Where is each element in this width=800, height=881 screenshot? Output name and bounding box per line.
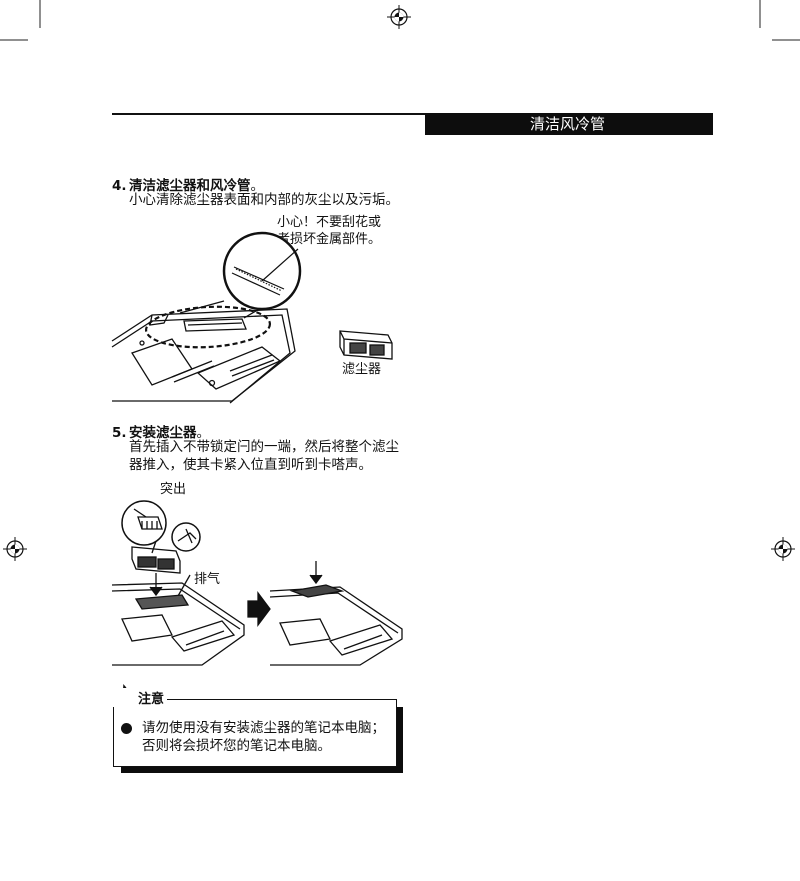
filter-label: 滤尘器: [342, 362, 382, 377]
step-4-number: 4.: [112, 178, 127, 194]
header-rule: [112, 113, 425, 115]
step-5-body: 首先插入不带锁定闩的一端，然后将整个滤尘 器推入，使其卡紧入位直到听到卡嗒声。: [129, 438, 399, 474]
step-5-heading: 5.安装滤尘器。: [112, 421, 210, 441]
note-line-2: 否则将会损坏您的笔记本电脑。: [142, 738, 331, 754]
step-5-body-line-1: 首先插入不带锁定闩的一端，然后将整个滤尘: [129, 439, 399, 455]
callout-line-1: 小心！不要刮花或: [277, 215, 382, 230]
exhaust-label: 排气: [194, 572, 221, 587]
callout-line-2: 者损坏金属部件。: [277, 232, 382, 247]
note-bullet-icon: [121, 723, 132, 734]
note-text: 请勿使用没有安装滤尘器的笔记本电脑； 否则将会损坏您的笔记本电脑。: [142, 719, 385, 755]
page-header-title: 清洁风冷管: [529, 115, 605, 133]
step-4-title-suffix: 。: [250, 178, 265, 194]
step-5-title: 安装滤尘器: [129, 425, 197, 441]
callout-warning: 小心！不要刮花或 者损坏金属部件。: [277, 214, 381, 248]
page-header: 清洁风冷管: [425, 113, 713, 135]
filter-removal-illustration: [111, 231, 393, 404]
note-box: [113, 699, 397, 767]
step-4-heading: 4.清洁滤尘器和风冷管。: [112, 174, 264, 194]
filter-install-illustration: [111, 500, 403, 666]
protrude-label: 突出: [160, 482, 187, 497]
note-title: 注意: [112, 688, 168, 707]
registration-mark-left: [3, 537, 27, 561]
step-5-body-line-2: 器推入，使其卡紧入位直到听到卡嗒声。: [129, 457, 372, 473]
step-5-title-suffix: 。: [196, 425, 211, 441]
note-line-1: 请勿使用没有安装滤尘器的笔记本电脑；: [142, 720, 385, 736]
registration-mark-right: [771, 537, 795, 561]
registration-mark-top: [387, 5, 411, 29]
step-4-body: 小心清除滤尘器表面和内部的灰尘以及污垢。: [129, 192, 399, 208]
step-4-title: 清洁滤尘器和风冷管: [129, 178, 251, 194]
step-5-number: 5.: [112, 425, 127, 441]
